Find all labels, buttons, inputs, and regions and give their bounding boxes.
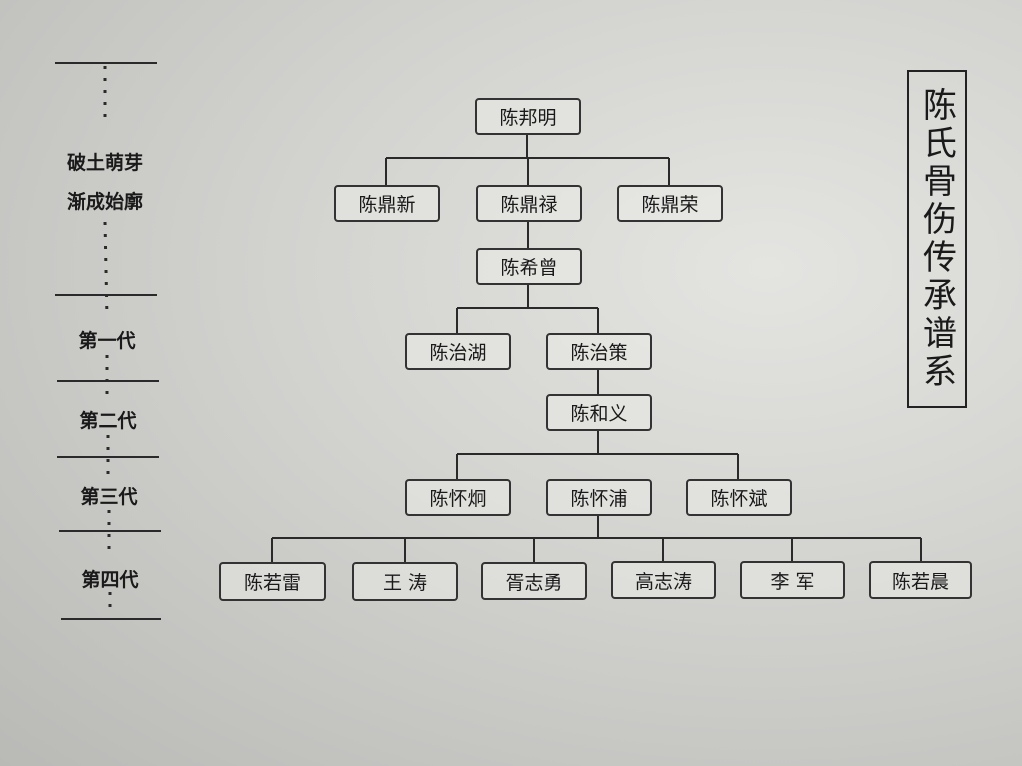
node-level6: 胥志勇 (481, 562, 587, 600)
origin-label-2: 渐成始廓 (66, 191, 143, 213)
node-level6: 王 涛 (352, 562, 458, 601)
node-level5: 陈怀浦 (546, 479, 652, 516)
node-level1: 陈鼎禄 (476, 185, 582, 222)
node-level6: 李 军 (740, 561, 845, 599)
node-level4: 陈和义 (546, 394, 652, 431)
node-level5: 陈怀炯 (405, 479, 511, 516)
generation-2-label: 第二代 (79, 410, 137, 432)
node-level3: 陈治策 (546, 333, 652, 370)
node-level1: 陈鼎新 (334, 185, 440, 222)
diagram-title-box: 陈氏骨伤传承谱系 (907, 70, 967, 408)
generation-1-label: 第一代 (78, 330, 136, 352)
origin-label-1: 破土萌芽 (66, 152, 143, 174)
generation-3-label: 第三代 (80, 486, 138, 508)
generation-4-label: 第四代 (81, 569, 139, 591)
node-level6: 陈若晨 (869, 561, 972, 599)
node-root: 陈邦明 (475, 98, 581, 135)
diagram-title: 陈氏骨伤传承谱系 (916, 87, 957, 391)
node-level5: 陈怀斌 (686, 479, 792, 516)
node-level6: 陈若雷 (219, 562, 326, 601)
node-level1: 陈鼎荣 (617, 185, 723, 222)
node-level2: 陈希曾 (476, 248, 582, 285)
node-level3: 陈治湖 (405, 333, 511, 370)
node-level6: 高志涛 (611, 561, 716, 599)
